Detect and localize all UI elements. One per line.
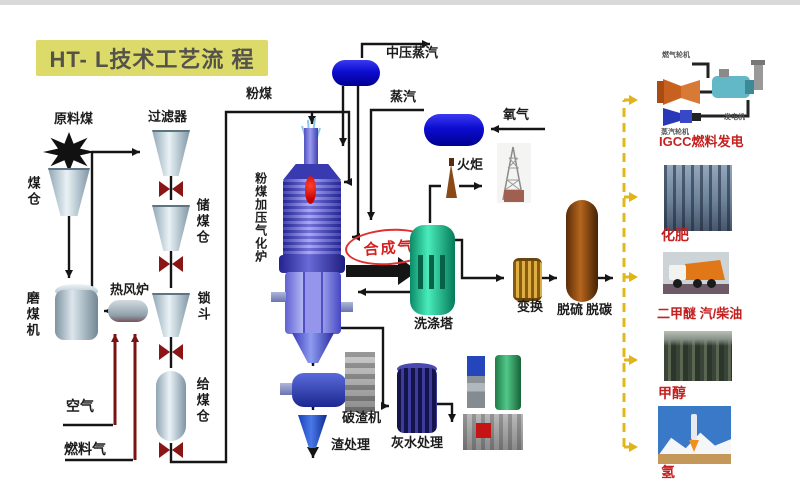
rocket-ground xyxy=(658,454,731,464)
pump-photo-blue xyxy=(467,356,485,408)
label-grey-water-treatment: 灰水处理 xyxy=(391,435,444,450)
label-product-igcc: IGCC燃料发电 xyxy=(659,134,744,149)
shift-converter xyxy=(513,258,542,301)
valve-icon xyxy=(159,181,183,197)
label-product-dme-diesel: 二甲醚 汽/柴油 xyxy=(657,306,743,321)
gasifier-collar xyxy=(279,255,345,273)
rocket-flame xyxy=(689,440,699,452)
scrubber-slots xyxy=(418,255,448,289)
diagram-title: HT- L技术工艺流 程 xyxy=(49,47,255,72)
truck-photo xyxy=(663,252,729,294)
slag-vessel-nozzle xyxy=(280,383,292,395)
label-feed-bunker: 给煤仓 xyxy=(194,377,210,425)
slag-breaker-photo xyxy=(345,352,375,412)
red-pipes xyxy=(111,334,139,460)
gasifier-flame xyxy=(305,176,316,204)
rocket-launch-photo xyxy=(658,406,731,464)
valve-icon xyxy=(159,256,183,272)
label-raw-coal: 原料煤 xyxy=(54,111,94,126)
label-product-fertilizer: 化肥 xyxy=(661,227,689,243)
truck-cab xyxy=(669,265,686,280)
truck-road xyxy=(663,284,729,294)
label-steam-turbine: 蒸汽轮机 xyxy=(661,129,689,136)
truck-cargo xyxy=(685,260,725,280)
grey-water-vessel xyxy=(397,368,437,433)
label-storage-bunker: 储煤仓 xyxy=(194,198,210,246)
label-hot-air-furnace: 热风炉 xyxy=(110,282,150,297)
label-decarbonization: 脱碳 xyxy=(586,302,613,317)
truck-wheel xyxy=(693,279,702,288)
label-slag-breaker: 破渣机 xyxy=(342,410,382,425)
label-pulverized-coal: 粉煤 xyxy=(246,86,273,101)
coal-mill xyxy=(55,290,98,340)
label-air: 空气 xyxy=(66,398,94,414)
slag-lock-vessel xyxy=(292,373,347,407)
oxygen-buffer-drum xyxy=(424,114,484,146)
flare-torch-icon xyxy=(446,158,457,198)
label-coal-mill: 磨煤机 xyxy=(24,291,40,339)
label-filter: 过滤器 xyxy=(148,109,188,124)
label-shift: 变换 xyxy=(517,299,544,314)
label-slag-treatment: 渣处理 xyxy=(331,437,371,452)
label-syngas: 合成气 xyxy=(363,237,416,259)
label-fuel-gas: 燃料气 xyxy=(64,441,106,457)
machinery-red-box xyxy=(476,423,491,438)
black-pipes xyxy=(63,40,613,464)
gasifier-neck xyxy=(304,128,318,166)
label-product-hydrogen: 氢 xyxy=(661,464,675,480)
label-scrubber: 洗涤塔 xyxy=(414,316,454,331)
gasifier-shoulder xyxy=(283,164,341,180)
label-gas-turbine: 燃气轮机 xyxy=(662,52,690,59)
valve-icon xyxy=(159,344,183,360)
label-gasifier: 粉煤加压气化炉 xyxy=(253,172,268,263)
diagram-title-box: HT- L技术工艺流 程 xyxy=(36,40,268,76)
truck-wheel xyxy=(707,279,716,288)
hot-air-furnace xyxy=(108,300,148,322)
methanol-plant-photo xyxy=(664,331,732,381)
machinery-photo xyxy=(463,414,523,450)
label-steam: 蒸汽 xyxy=(390,89,417,104)
label-oxygen: 氧气 xyxy=(503,107,530,122)
pump-photo-green xyxy=(495,355,521,410)
product-dashed-line xyxy=(622,95,638,452)
top-border-strip xyxy=(0,0,800,5)
igcc-turbine-set xyxy=(657,60,765,126)
label-mp-steam: 中压蒸汽 xyxy=(386,45,439,60)
feed-bunker-vessel xyxy=(156,371,186,441)
starburst-icon xyxy=(43,132,95,172)
syngas-thick-arrow xyxy=(346,257,418,285)
mp-steam-drum xyxy=(332,60,380,86)
rocket xyxy=(691,414,697,440)
gasifier-nozzle xyxy=(271,292,286,302)
flare-tower-photo xyxy=(497,143,531,203)
label-coal-bunker: 煤仓 xyxy=(25,176,41,208)
gasifier-inner-tube xyxy=(303,272,323,334)
label-flare: 火炬 xyxy=(457,157,484,172)
label-product-methanol: 甲醇 xyxy=(658,385,686,401)
valve-icon xyxy=(159,442,183,458)
label-desulfurization: 脱硫 xyxy=(557,302,584,317)
power-plant-photo xyxy=(664,165,732,231)
gasifier-nozzle xyxy=(341,302,353,312)
desulfurization-tower xyxy=(566,200,598,302)
label-generator: 发电机 xyxy=(724,114,745,121)
truck-wheel xyxy=(673,279,682,288)
label-lock-hopper: 锁斗 xyxy=(195,291,211,323)
